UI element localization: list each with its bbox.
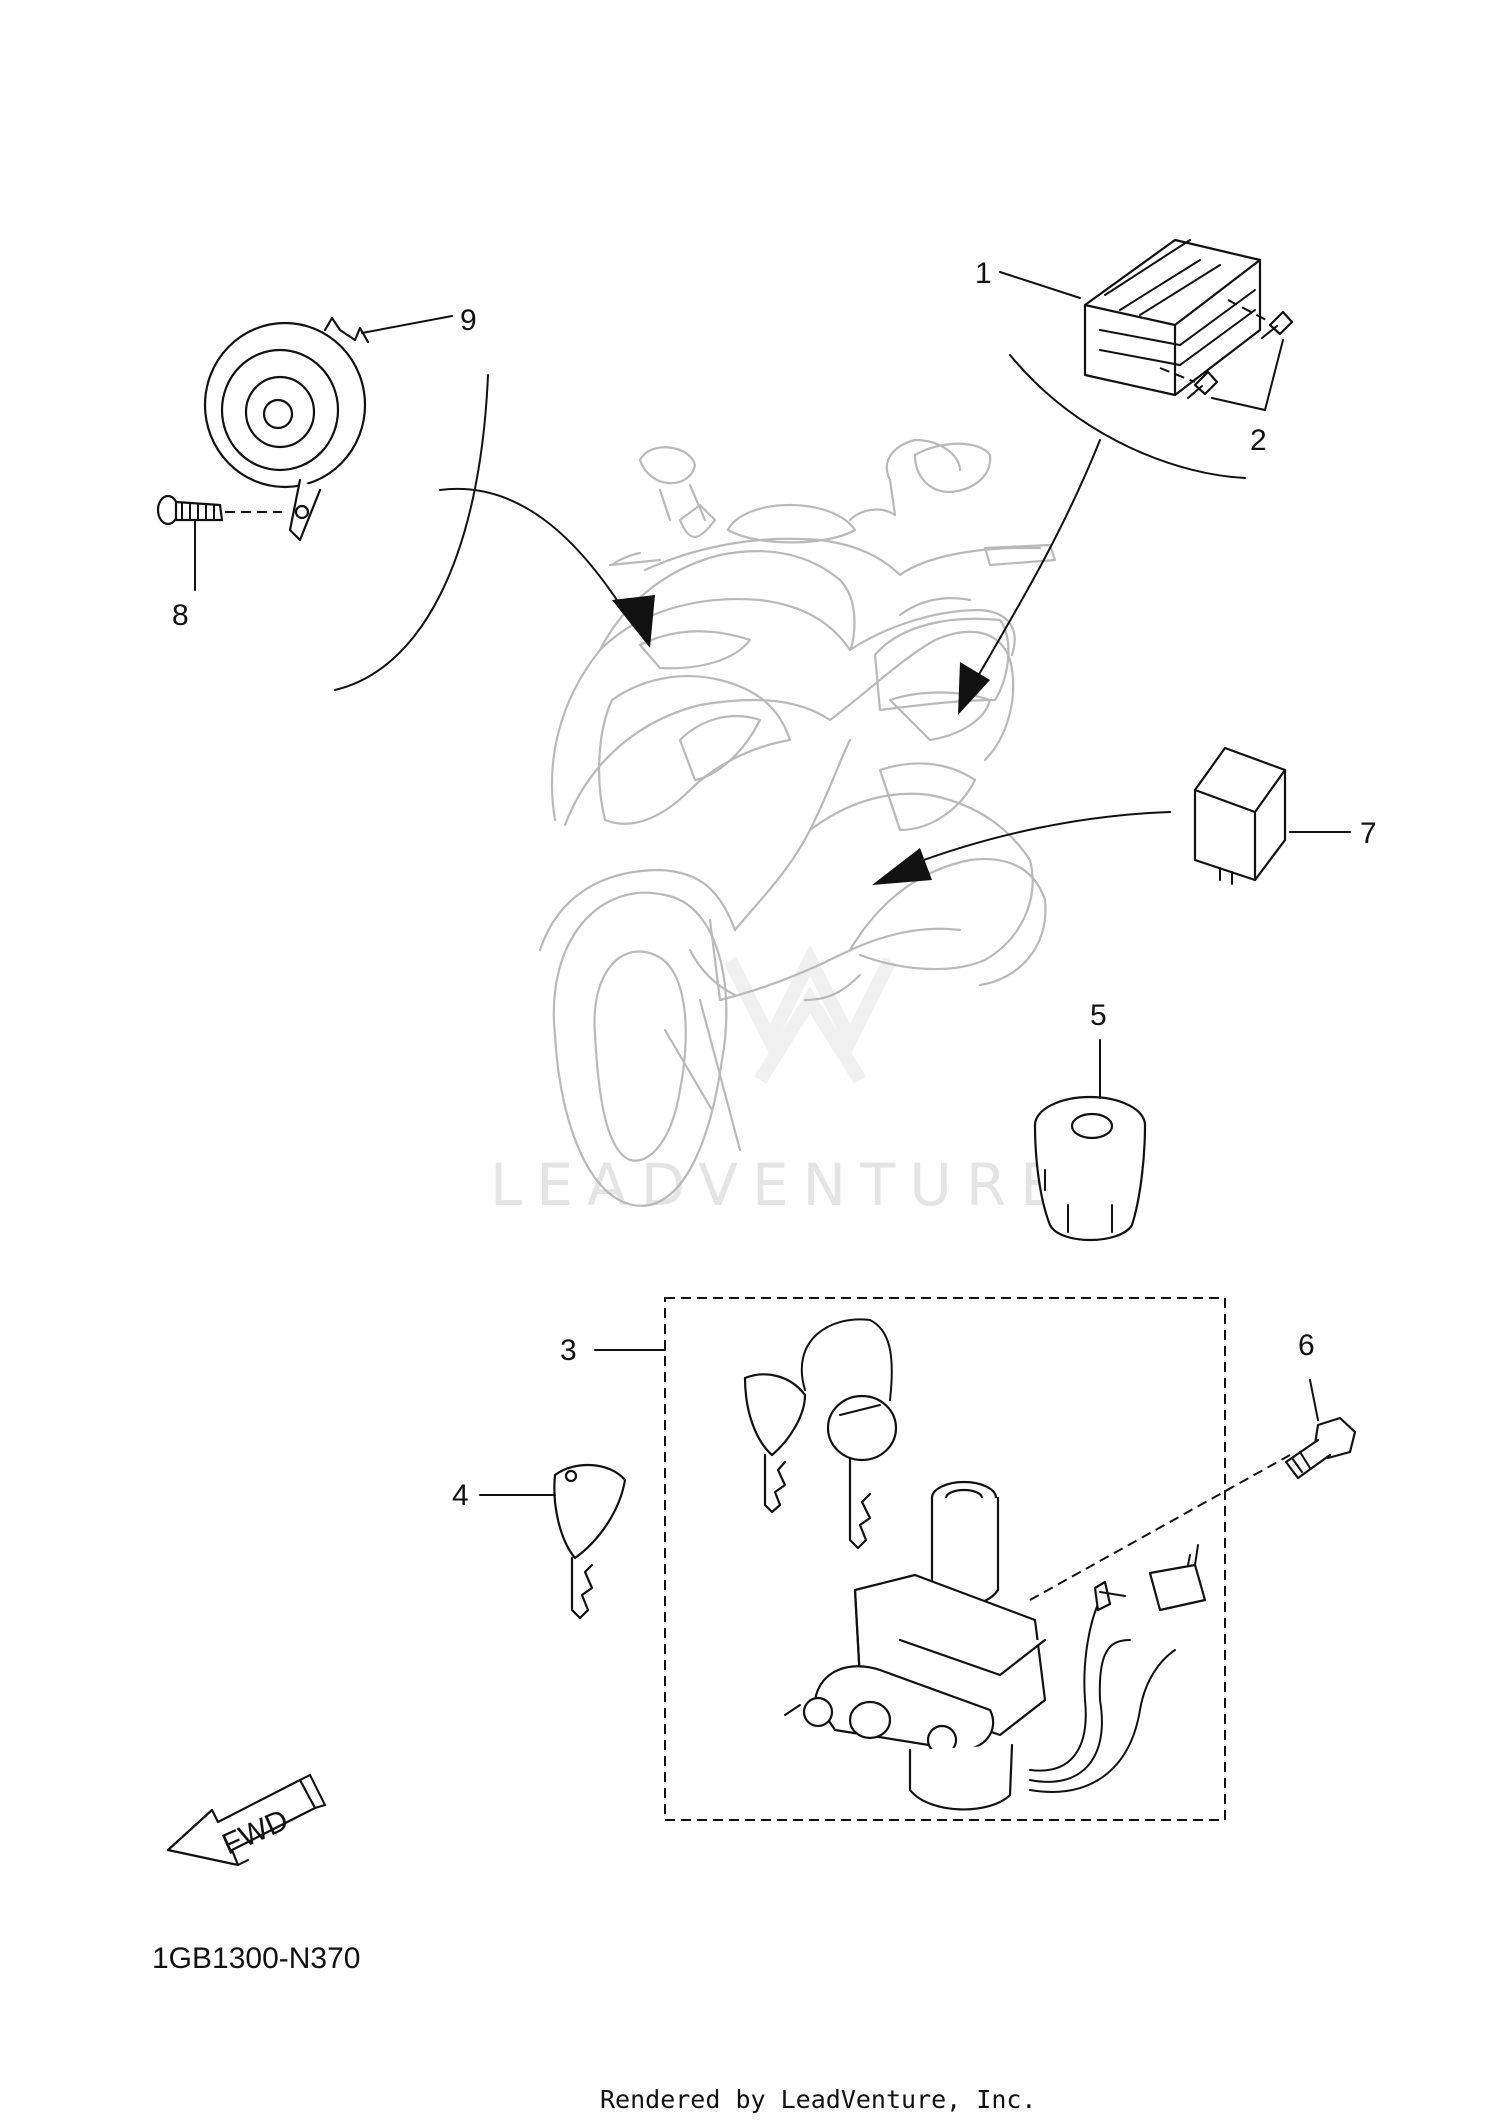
switch-bolt-part: [1284, 1416, 1357, 1480]
main-switch-set-boundary: [664, 1297, 1226, 1821]
horn-arrow-head: [612, 595, 655, 648]
leader-9: [361, 315, 453, 334]
relay-part: [1193, 746, 1287, 885]
horn-bolt-part: [156, 494, 282, 526]
callout-5: 5: [1090, 999, 1107, 1032]
rectifier-part: [1083, 238, 1262, 397]
leader-1: [999, 271, 1081, 299]
relay-arrow-line: [909, 811, 1171, 866]
callout-3: 3: [560, 1334, 577, 1367]
callout-9: 9: [460, 304, 477, 337]
callout-1: 1: [975, 257, 992, 290]
callout-4: 4: [452, 1479, 469, 1512]
scooter-outline: [538, 438, 1057, 1207]
switch-cover-part: [1033, 1095, 1147, 1241]
main-switch-set-part: [743, 1318, 1291, 1811]
callout-7: 7: [1360, 817, 1377, 850]
rectifier-arrow-head: [958, 662, 990, 715]
callout-6: 6: [1298, 1329, 1315, 1362]
leader-6: [1309, 1379, 1319, 1421]
watermark-logo: [723, 944, 897, 1084]
rectifier-screws-part: [1159, 299, 1294, 412]
rectifier-arrow-line: [969, 439, 1101, 691]
watermark-text: LEADVENTURE: [490, 1151, 1071, 1219]
horn-detail-arc: [334, 374, 489, 691]
rectifier-detail-arc: [1009, 354, 1246, 479]
callout-8: 8: [172, 599, 189, 632]
rendered-by-credit: Rendered by LeadVenture, Inc.: [600, 2085, 1037, 2114]
relay-arrow-head: [872, 848, 932, 885]
callout-2: 2: [1250, 424, 1267, 457]
fwd-arrow: FWD: [166, 1773, 327, 1867]
horn-part: [203, 316, 370, 542]
horn-arrow-line: [439, 487, 631, 621]
spare-key-part: [553, 1463, 627, 1620]
diagram-code: 1GB1300-N370: [152, 1942, 360, 1975]
